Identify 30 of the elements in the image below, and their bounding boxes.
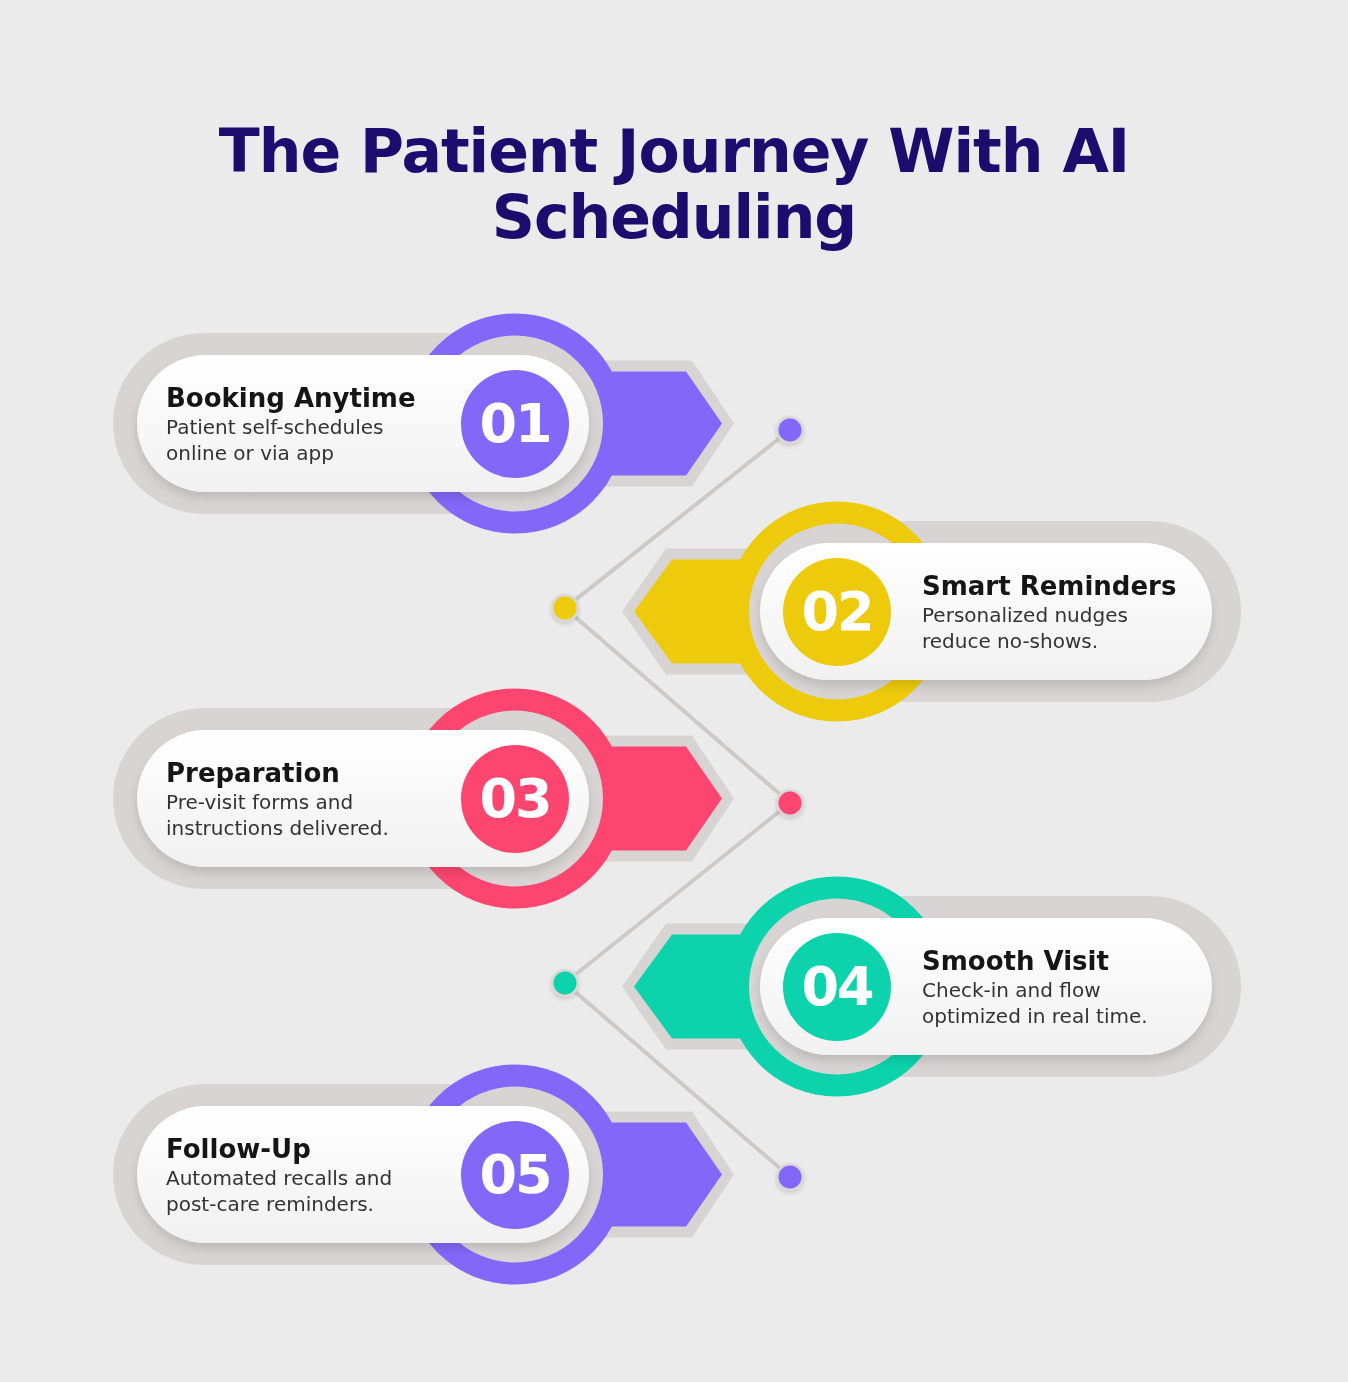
step-number: 03	[461, 744, 569, 853]
step-card	[760, 543, 1212, 680]
step-description: Pre-visit forms and instructions delivered.	[166, 788, 390, 841]
step-heading: Booking Anytime	[166, 381, 417, 414]
step-number: 05	[461, 1120, 569, 1229]
step-number: 04	[783, 932, 891, 1041]
connector-line	[574, 990, 781, 1170]
step-heading: Follow-Up	[166, 1132, 312, 1165]
connector-dot	[551, 969, 579, 997]
step-description: Personalized nudges reduce no-shows.	[922, 601, 1129, 654]
step-number: 02	[783, 557, 891, 666]
connector-dot	[776, 416, 804, 444]
step-card	[137, 730, 589, 867]
step-heading: Smooth Visit	[922, 944, 1110, 977]
step-description: Patient self-schedules online or via app	[166, 413, 385, 466]
step-description: Check-in and flow optimized in real time.	[922, 976, 1149, 1029]
step-number: 01	[461, 369, 569, 478]
step-heading: Smart Reminders	[922, 569, 1178, 602]
connector-dot	[776, 789, 804, 817]
connector-line	[574, 810, 781, 976]
connector-dot	[776, 1163, 804, 1191]
connector-dot	[551, 594, 579, 622]
title: The Patient Journey With AI Scheduling	[217, 118, 1131, 250]
step-card	[137, 355, 589, 492]
connector-line	[574, 437, 781, 601]
step-description: Automated recalls and post-care reminders.	[166, 1164, 394, 1217]
connector-line	[574, 615, 781, 796]
step-heading: Preparation	[166, 756, 341, 789]
step-card	[137, 1106, 589, 1243]
step-card	[760, 918, 1212, 1055]
